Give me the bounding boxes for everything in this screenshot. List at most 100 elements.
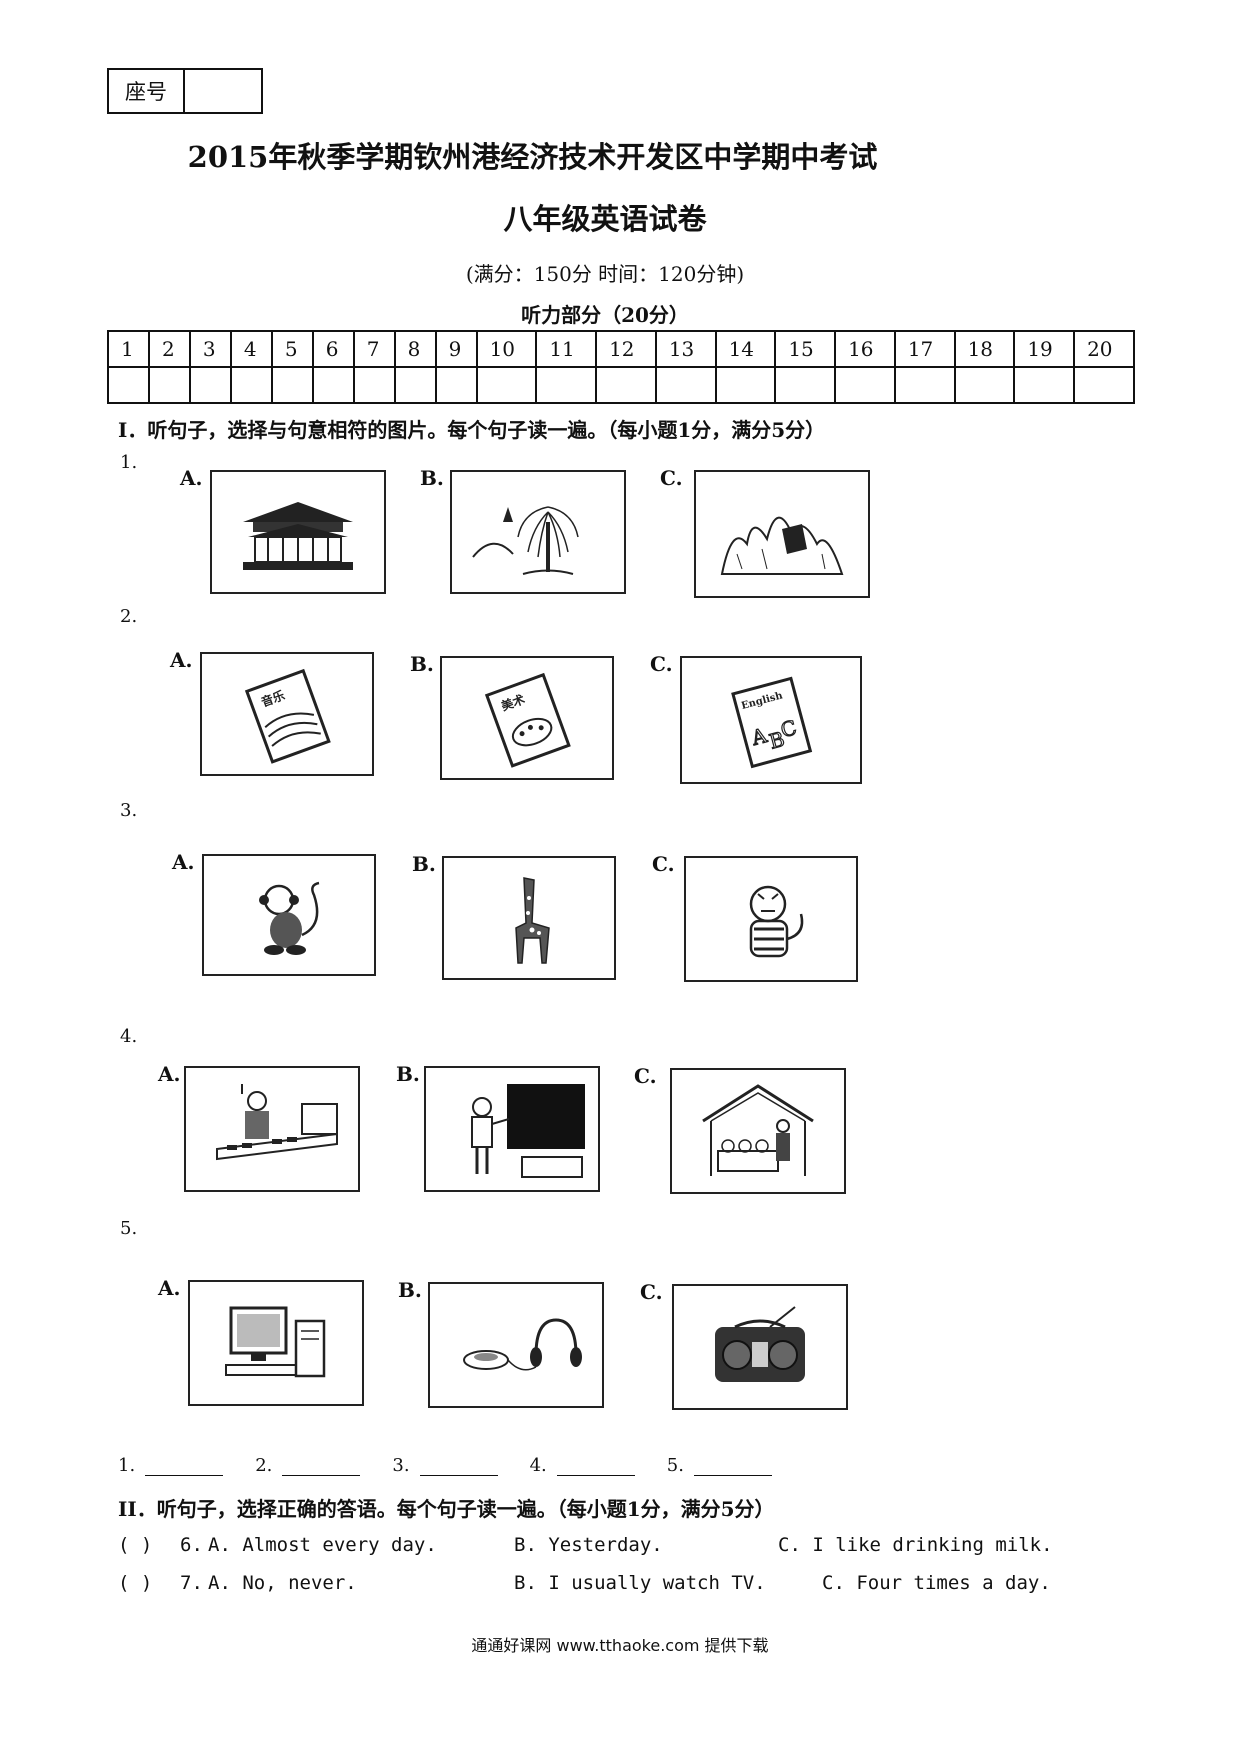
answer-number: 16 (834, 330, 896, 368)
option-label: C. (634, 1064, 657, 1088)
palace-pic[interactable] (210, 470, 386, 594)
answer-blanks: 1. 2. 3. 4. 5. (118, 1455, 804, 1476)
answer-number: 20 (1073, 330, 1135, 368)
seat-blank[interactable] (185, 70, 261, 112)
option-b[interactable]: B. Yesterday. (514, 1534, 663, 1556)
willow-tree-icon (472, 506, 579, 575)
question-number: 2. (120, 606, 138, 627)
answer-number: 3 (188, 330, 232, 368)
blank-line[interactable] (145, 1457, 224, 1476)
option-label: C. (640, 1280, 663, 1304)
option-a[interactable]: A. No, never. (208, 1572, 357, 1594)
answer-paren[interactable]: ( ) (118, 1534, 153, 1556)
blank-line[interactable] (419, 1457, 498, 1476)
svg-text:B: B (767, 727, 787, 754)
cd-player-pic[interactable] (428, 1282, 604, 1408)
blank-number: 5. (666, 1455, 684, 1476)
answer-number: 2 (147, 330, 191, 368)
answer-cell[interactable] (147, 366, 191, 404)
answer-cell[interactable] (774, 366, 837, 404)
answer-number: 7 (352, 330, 396, 368)
answer-number: 4 (229, 330, 273, 368)
book-label: 音乐 (259, 687, 287, 709)
monkey-pic[interactable] (202, 854, 376, 976)
headphones-icon (463, 1318, 582, 1371)
svg-text:A: A (748, 723, 770, 750)
answer-number: 18 (953, 330, 1016, 368)
answer-cell[interactable] (595, 366, 657, 404)
answer-cell[interactable] (953, 366, 1016, 404)
english-book-pic[interactable]: English A B C (680, 656, 862, 784)
question-number: 3. (120, 800, 138, 821)
score-time: (满分：150分 时间：120分钟) (465, 262, 745, 286)
answer-number: 9 (434, 330, 478, 368)
option-label: C. (660, 466, 683, 490)
footer-credit: 通通好课网 www.tthaoke.com 提供下载 (471, 1636, 769, 1655)
teacher-pic[interactable] (424, 1066, 600, 1192)
exam-title: 2015年秋季学期钦州港经济技术开发区中学期中考试 (187, 140, 878, 174)
option-b[interactable]: B. I usually watch TV. (514, 1572, 766, 1594)
option-a[interactable]: A. Almost every day. (208, 1534, 437, 1556)
option-label: A. (180, 466, 203, 490)
answer-number: 5 (270, 330, 314, 368)
answer-cell[interactable] (834, 366, 896, 404)
farmer-pic[interactable] (670, 1068, 846, 1194)
tiger-pic[interactable] (684, 856, 858, 982)
cashier-pic[interactable] (184, 1066, 360, 1192)
option-label: B. (410, 652, 434, 676)
giraffe-pic[interactable] (442, 856, 616, 980)
option-label: A. (170, 648, 193, 672)
answer-cell[interactable] (311, 366, 355, 404)
english-book-icon: English A B C (731, 676, 813, 769)
music-book-icon: 音乐 (244, 668, 331, 764)
option-label: B. (412, 852, 436, 876)
seat-number-box: 座号 (107, 68, 263, 114)
answer-cell[interactable] (188, 366, 232, 404)
answer-cell[interactable] (352, 366, 396, 404)
answer-cell[interactable] (714, 366, 777, 404)
monkey-icon (259, 881, 320, 955)
option-label: C. (652, 852, 675, 876)
art-book-icon: 美术 (484, 672, 571, 768)
answer-cell[interactable] (393, 366, 437, 404)
computer-pic[interactable] (188, 1280, 364, 1406)
listening-title: 听力部分（20分） (521, 303, 689, 327)
book-label: English (740, 690, 784, 712)
palace-icon (243, 502, 353, 570)
answer-number: 11 (535, 330, 598, 368)
section1-heading: I．听句子，选择与句意相符的图片。每个句子读一遍。（每小题1分，满分5分） (118, 418, 826, 442)
mountains-pic[interactable] (694, 470, 870, 598)
blank-number: 2. (255, 1455, 273, 1476)
option-c[interactable]: C. Four times a day. (822, 1572, 1051, 1594)
option-label: C. (650, 652, 673, 676)
answer-cell[interactable] (654, 366, 717, 404)
answer-cell[interactable] (434, 366, 478, 404)
giraffe-icon (515, 877, 550, 964)
radio-pic[interactable] (672, 1284, 848, 1410)
answer-cell[interactable] (107, 366, 150, 404)
music-book-pic[interactable]: 音乐 (200, 652, 374, 776)
blank-line[interactable] (693, 1457, 772, 1476)
answer-cell[interactable] (1073, 366, 1135, 404)
option-label: A. (158, 1276, 181, 1300)
option-label: B. (396, 1062, 420, 1086)
answer-number: 17 (893, 330, 956, 368)
answer-cell[interactable] (475, 366, 538, 404)
willow-landscape-pic[interactable] (450, 470, 626, 594)
answer-number-row: 1 2 3 4 5 6 7 8 9 10 11 12 13 14 15 16 1… (107, 330, 1135, 368)
blank-number: 1. (118, 1455, 136, 1476)
answer-cell[interactable] (535, 366, 598, 404)
option-c[interactable]: C. I like drinking milk. (778, 1534, 1053, 1556)
answer-cell[interactable] (893, 366, 956, 404)
exam-subtitle: 八年级英语试卷 (503, 202, 707, 236)
answer-cell[interactable] (1013, 366, 1076, 404)
answer-cell[interactable] (270, 366, 314, 404)
art-book-pic[interactable]: 美术 (440, 656, 614, 780)
computer-icon (225, 1306, 326, 1378)
option-label: A. (158, 1062, 181, 1086)
answer-number: 10 (475, 330, 538, 368)
answer-cell[interactable] (229, 366, 273, 404)
blank-line[interactable] (556, 1457, 635, 1476)
answer-paren[interactable]: ( ) (118, 1572, 153, 1594)
blank-line[interactable] (282, 1457, 361, 1476)
